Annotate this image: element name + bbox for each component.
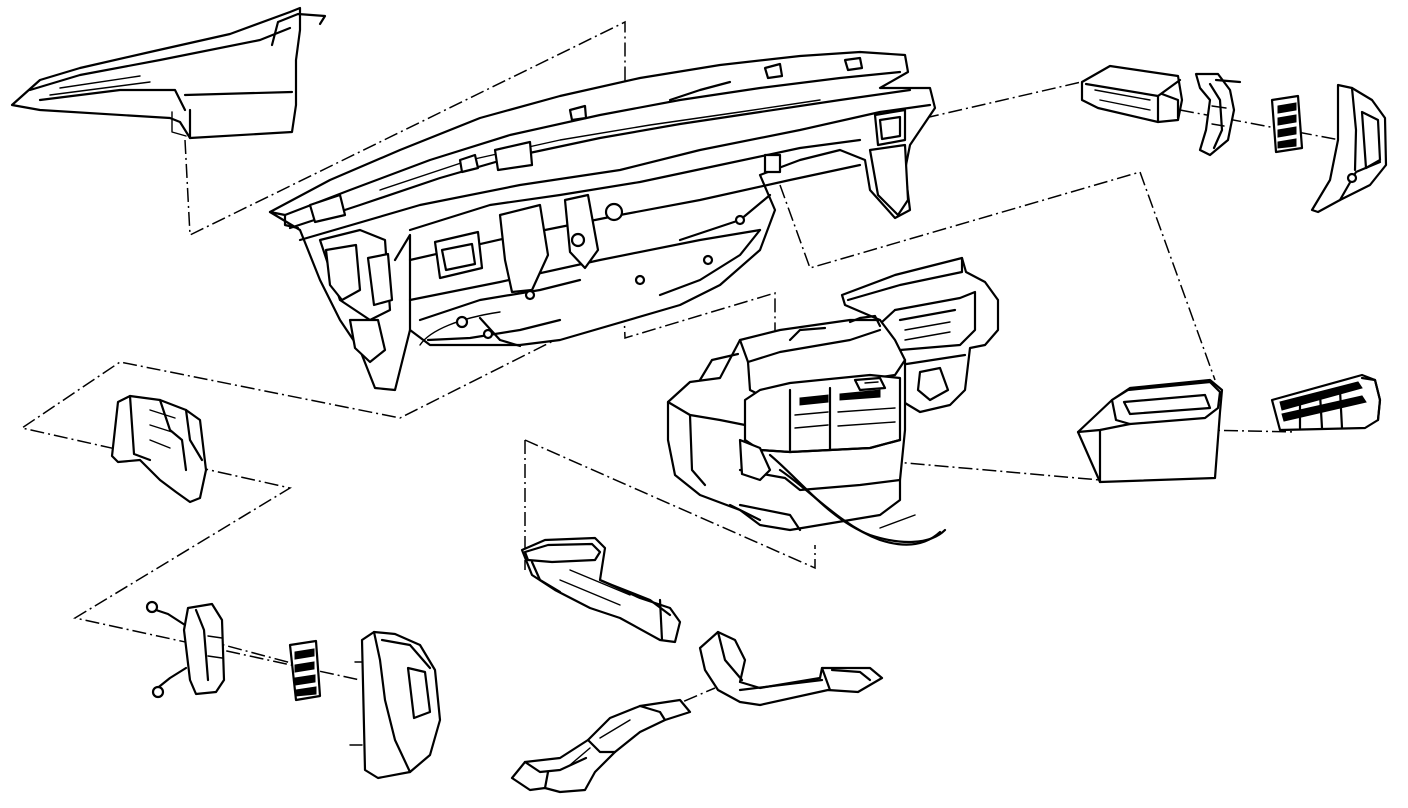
upper-defroster-duct [10, 6, 327, 140]
dash-panel-reinforcement [268, 50, 937, 392]
center-vent-grille [1270, 373, 1382, 432]
right-end-air-duct [1080, 64, 1184, 124]
left-vent-bezel [349, 630, 442, 780]
right-vent-bracket [1194, 72, 1242, 157]
right-vent-bezel [1310, 83, 1388, 214]
right-vent-louver [1270, 94, 1304, 154]
heater-ac-module [666, 314, 947, 546]
left-vent-louver [288, 639, 322, 702]
rear-floor-duct [698, 630, 884, 707]
left-vent-bracket [145, 600, 226, 699]
left-side-duct [110, 394, 208, 504]
center-outlet-duct [1076, 378, 1224, 484]
floor-duct-lower [510, 698, 692, 794]
floor-duct-upper [520, 536, 682, 644]
